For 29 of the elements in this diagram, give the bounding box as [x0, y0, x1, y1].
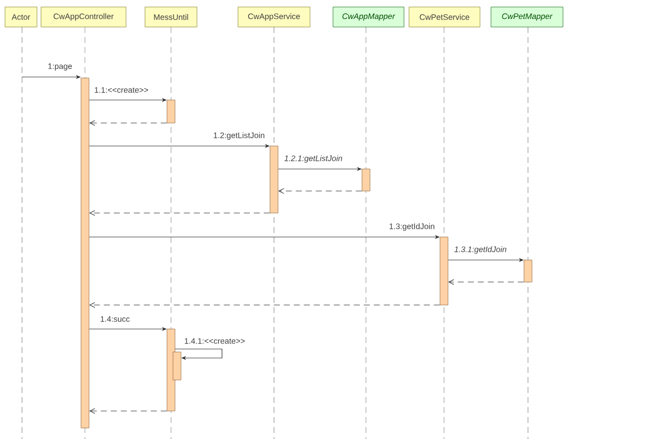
activation-bar [172, 352, 182, 380]
edge-label: 1.4.1:<<create>> [183, 337, 246, 345]
lifeline-head: CwAppMapper [332, 6, 404, 28]
lifeline-head: CwAppController [40, 6, 126, 28]
return-arrow [89, 302, 440, 308]
edge-label: 1.1:<<create>> [93, 86, 150, 94]
activation-bar [270, 146, 278, 214]
edge-label: 1.3.1:getIdJoin [453, 245, 508, 255]
activation-bar [440, 236, 448, 306]
lifeline-head: Actor [4, 6, 38, 28]
lifeline-head: CwAppService [238, 6, 310, 28]
edge-label: 1.3:getIdJoin [388, 222, 436, 232]
return-arrow [278, 188, 362, 194]
edge-label: 1.2.1:getListJoin [283, 154, 344, 164]
lifeline-head: CwPetMapper [490, 6, 564, 28]
edge-label: 1:page [46, 62, 74, 72]
message-arrow [174, 348, 222, 360]
return-arrow [448, 279, 524, 285]
activation-bar [80, 78, 90, 428]
activation-bar [524, 260, 532, 282]
return-arrow [89, 210, 270, 216]
edge-label: 1.2:getListJoin [212, 131, 266, 141]
return-arrow [89, 408, 168, 414]
return-arrow [89, 120, 168, 126]
activation-bar [166, 100, 176, 124]
activation-bar [362, 168, 370, 192]
lifeline-head: CwPetService [408, 6, 480, 28]
lifeline-head: MessUntil [144, 6, 198, 28]
edge-label: 1.4:succ [99, 315, 131, 323]
